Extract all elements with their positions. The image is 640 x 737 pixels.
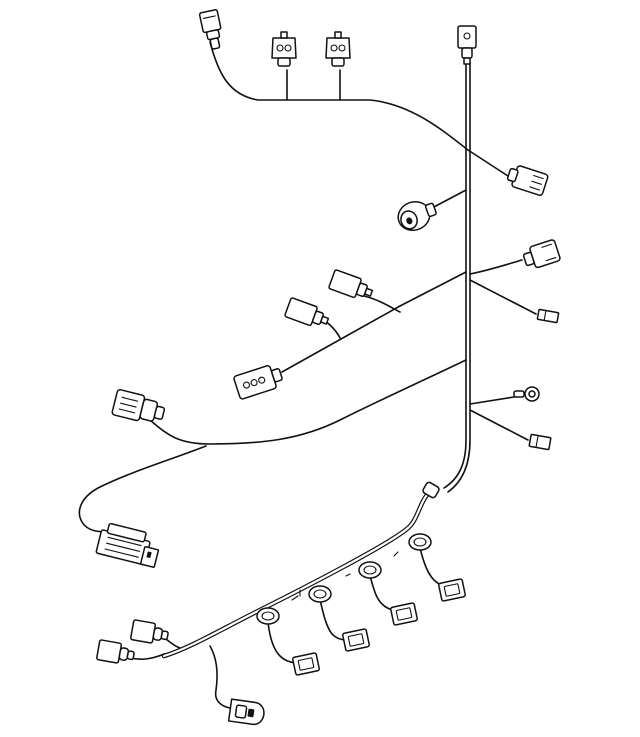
wire-long-left [149, 359, 467, 445]
wire-right-upper [469, 259, 523, 275]
wire-right-lower [469, 279, 537, 315]
top-connector-1 [271, 31, 297, 67]
grommet-1 [256, 607, 280, 625]
wire-bottom-rail-outer [161, 489, 433, 659]
left-large-connector [111, 388, 166, 422]
injector-connector-3 [390, 602, 418, 626]
wire-bottom-rail-inner [162, 490, 432, 658]
wire-mid-branch [281, 271, 467, 373]
top-right-connector [457, 25, 477, 65]
wire-lower-right-plug [469, 409, 529, 441]
wire-top-left [209, 41, 509, 177]
injector-connector-2 [342, 628, 370, 652]
bottom-left-connector-2 [96, 639, 135, 664]
top-left-connector [198, 9, 222, 50]
wire-trunk-inner [447, 61, 471, 493]
right-small-plug-lower [528, 433, 552, 451]
wire-mid-drop-1 [363, 295, 401, 313]
harness-wires [78, 41, 537, 709]
right-connector-upper [522, 239, 561, 269]
mid-connector-1 [328, 269, 374, 299]
bottom-left-connector-1 [130, 619, 169, 644]
wire-round-branch [431, 189, 467, 209]
mid-connector-2 [284, 297, 330, 327]
injector-connector-1 [292, 652, 320, 676]
wire-ring [469, 395, 521, 405]
wire-to-module [78, 445, 207, 533]
right-small-plug [536, 308, 560, 324]
ring-terminal [513, 386, 540, 402]
right-large-connector [506, 165, 549, 196]
injector-connector-4 [438, 578, 466, 602]
left-control-module [95, 522, 160, 568]
grommet-4 [408, 533, 432, 551]
grommet-3 [358, 561, 382, 579]
wire-bottom-left-1 [129, 653, 165, 660]
rail-grommets [256, 481, 440, 625]
bottom-hooked-connector [227, 698, 265, 726]
top-connector-2 [325, 31, 351, 67]
mid-left-connector [233, 365, 283, 400]
rail-collar [422, 481, 440, 499]
round-connector [397, 201, 437, 231]
wire-main-trunk [443, 61, 467, 489]
wire-bottom-hook [209, 645, 231, 709]
grommet-2 [308, 585, 332, 603]
